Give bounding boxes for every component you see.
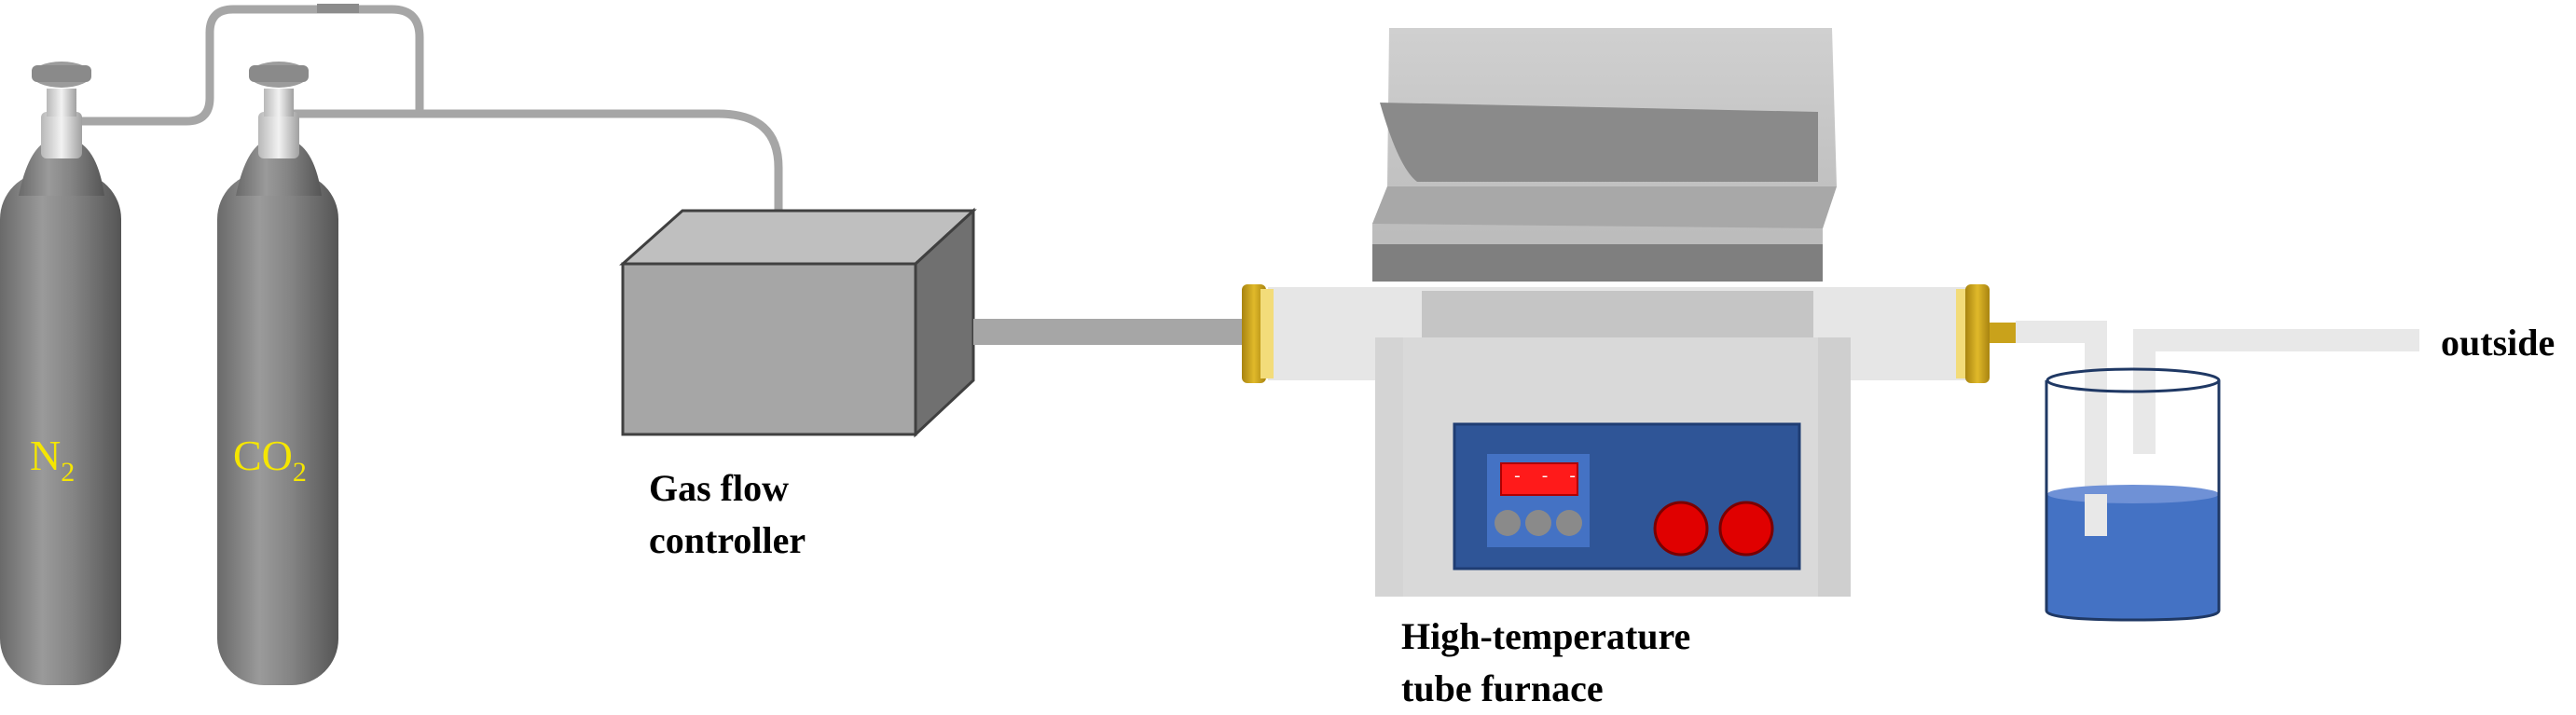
submerged-tube	[2085, 494, 2107, 536]
tube-furnace-label: High-temperature tube furnace	[1401, 611, 1690, 715]
left-flange	[1242, 284, 1266, 383]
furnace-lid-edge	[1372, 186, 1837, 228]
co2-label: CO2	[233, 431, 307, 488]
beaker-water	[2046, 494, 2219, 620]
gas-flow-controller	[619, 207, 977, 438]
left-flange-ring	[1260, 289, 1274, 378]
co2-cylinder	[217, 62, 338, 685]
n2-valve-stem	[47, 89, 76, 117]
furnace-label-line2: tube furnace	[1401, 667, 1604, 709]
controller-front-face	[621, 262, 917, 436]
furnace-base-left	[1375, 337, 1403, 597]
pipe-joint	[317, 4, 359, 13]
furnace-knob-2	[1718, 501, 1774, 557]
inlet-dip-tube	[2016, 321, 2107, 536]
controller-to-furnace-pipe	[973, 319, 1253, 345]
gas-flow-label-line1: Gas flow	[649, 467, 789, 509]
n2-valve-cap	[32, 65, 91, 82]
exhaust-tubing	[2016, 321, 2419, 536]
temperature-display	[1500, 462, 1578, 496]
temperature-readout: - - -	[1512, 468, 1582, 487]
exhaust-outlet-tube	[2133, 329, 2419, 454]
furnace-knob-1	[1653, 501, 1709, 557]
gas-flow-label-line2: controller	[649, 519, 806, 561]
controller-top-face	[619, 209, 977, 266]
co2-subscript: 2	[292, 457, 307, 488]
water-beaker	[2045, 367, 2221, 622]
beaker-rim	[2046, 367, 2221, 393]
n2-label: N2	[30, 431, 75, 488]
co2-valve-cap	[249, 65, 309, 82]
co2-cylinder-shoulder	[236, 140, 322, 196]
controller-button-3	[1556, 510, 1582, 536]
gas-flow-controller-label: Gas flow controller	[649, 462, 806, 567]
n2-valve	[41, 112, 82, 158]
tube-furnace	[1242, 28, 2018, 597]
n2-cylinder-body	[0, 172, 121, 685]
n2-subscript: 2	[61, 457, 76, 488]
co2-formula: CO	[233, 432, 293, 479]
outside-label: outside	[2441, 322, 2555, 364]
co2-gas-line	[282, 109, 783, 219]
furnace-label-line1: High-temperature	[1401, 615, 1691, 657]
furnace-chamber-shadow	[1372, 244, 1823, 282]
furnace-base-right	[1818, 337, 1851, 597]
n2-cylinder	[0, 62, 121, 685]
right-flange	[1965, 284, 1990, 383]
beaker-wall	[2045, 380, 2221, 622]
furnace-lid-inner	[1380, 103, 1818, 182]
controller-button-1	[1495, 510, 1521, 536]
co2-valve-stem	[264, 89, 294, 117]
outlet-nozzle	[1990, 323, 2018, 343]
n2-formula: N	[30, 432, 62, 479]
gas-pipes	[70, 5, 783, 219]
tube-inner-zone	[1422, 291, 1813, 337]
controller-button-2	[1525, 510, 1551, 536]
co2-valve	[258, 112, 299, 158]
co2-cylinder-body	[217, 172, 338, 685]
n2-cylinder-shoulder	[19, 140, 104, 196]
water-surface	[2047, 485, 2219, 503]
n2-gas-line	[70, 5, 424, 126]
